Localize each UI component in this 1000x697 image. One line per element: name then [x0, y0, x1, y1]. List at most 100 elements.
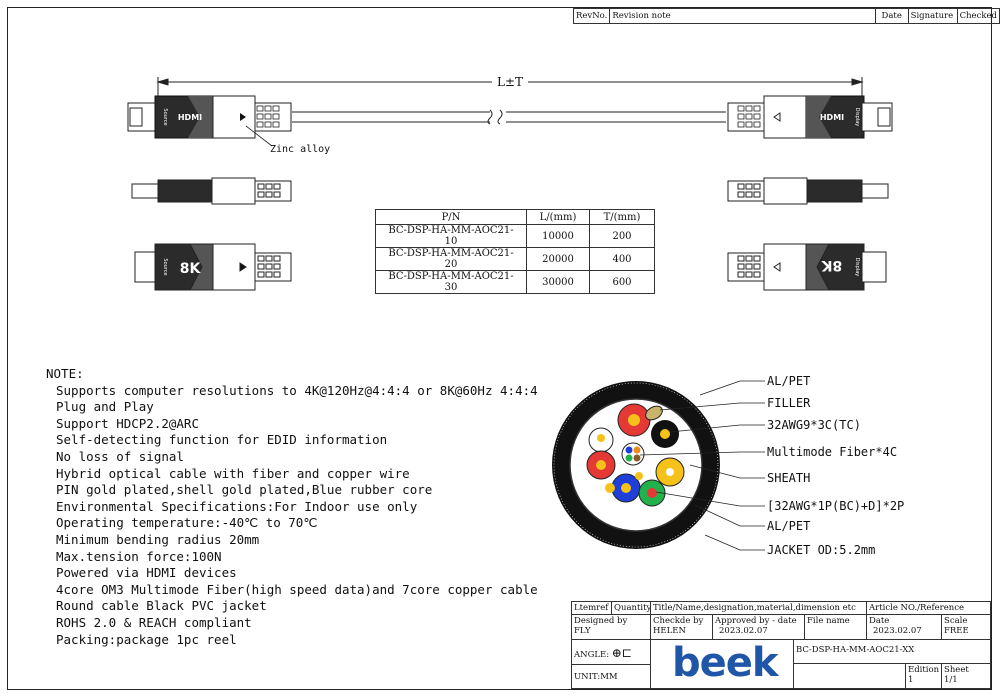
designed-by-cell: Designed by FLY: [571, 614, 651, 640]
note-line: Support HDCP2.2@ARC: [56, 415, 199, 431]
sheet-label: Sheet: [944, 665, 969, 675]
length-cell: 30000: [526, 270, 590, 294]
edition-value: 1: [908, 675, 914, 685]
approved-date: 2023.02.07: [719, 626, 768, 636]
pn-cell: BC-DSP-HA-MM-AOC21-20: [375, 247, 527, 271]
note-line: Environmental Specifications:For Indoor …: [56, 498, 418, 514]
tolerance-cell: 600: [589, 270, 655, 294]
table-row: BC-DSP-HA-MM-AOC21-20 20000 400: [375, 247, 655, 271]
right-8k-connector: [727, 243, 887, 291]
pn-cell: BC-DSP-HA-MM-AOC21-10: [375, 224, 527, 248]
pn-cell: BC-DSP-HA-MM-AOC21-30: [375, 270, 527, 294]
table-row: BC-DSP-HA-MM-AOC21-30 30000 600: [375, 270, 655, 294]
note-line: Supports computer resolutions to 4K@120H…: [56, 382, 538, 398]
rev-checked-header: Checked: [956, 8, 1000, 24]
table-row: BC-DSP-HA-MM-AOC21-10 10000 200: [375, 224, 655, 248]
label-pair: [32AWG*1P(BC)+D]*2P: [767, 499, 904, 513]
part-number-value: BC-DSP-HA-MM-AOC21-XX: [793, 639, 991, 664]
item-ref-header: Ltemref: [571, 601, 612, 615]
beek-logo: beek: [672, 640, 778, 686]
dimension-label: L±T: [497, 75, 523, 89]
edition-cell: Edition 1: [905, 663, 942, 689]
tolerance-cell: 400: [589, 247, 655, 271]
unit-label: UNIT:MM: [571, 664, 651, 689]
label-multimode-fiber: Multimode Fiber*4C: [767, 445, 897, 459]
note-line: PIN gold plated,shell gold plated,Blue r…: [56, 482, 433, 498]
sheet-value: 1/1: [944, 675, 958, 685]
left-connector-side-view: [131, 177, 292, 205]
note-line: 4core OM3 Multimode Fiber(high speed dat…: [56, 581, 538, 597]
pn-header: P/N: [375, 209, 527, 225]
sheet-cell: Sheet 1/1: [941, 663, 991, 689]
right-8k-display-label: Display: [854, 258, 860, 276]
rev-note-header: Revision note: [609, 8, 876, 24]
approved-label: Approved by - date: [715, 616, 797, 626]
rev-signature-header: Signature: [907, 8, 958, 24]
edition-label: Edition: [908, 665, 940, 675]
date-label: Date: [869, 616, 890, 626]
left-hdmi-logo: HDMI: [178, 113, 202, 122]
scale-cell: Scale FREE: [941, 614, 991, 640]
blank-cell: [793, 663, 906, 689]
left-hdmi-connector-top: [127, 95, 292, 139]
label-sheath: SHEATH: [767, 471, 810, 485]
right-connector-ribs-top: [737, 105, 761, 128]
length-cell: 20000: [526, 247, 590, 271]
zinc-alloy-label: Zinc alloy: [270, 144, 330, 155]
designed-by-label: Designed by: [574, 616, 628, 626]
rev-no-header: RevNo.: [572, 8, 611, 24]
cable-cross-section: [552, 381, 720, 549]
right-8k-label: 8K: [821, 257, 843, 273]
right-display-label: Display: [854, 108, 860, 126]
note-line: Hybrid optical cable with fiber and copp…: [56, 465, 410, 481]
revision-table: RevNo. Revision note Date Signature Chec…: [572, 8, 1000, 24]
left-8k-source-label: Source: [162, 258, 168, 275]
note-line: Self-detecting function for EDID informa…: [56, 432, 388, 448]
designed-by-value: FLY: [574, 626, 591, 636]
note-line: Max.tension force:100N: [56, 548, 222, 564]
projection-symbol-icon: ⊕⊏: [611, 646, 633, 660]
article-header: Article NO./Reference: [866, 601, 991, 615]
label-al-pet-inner: AL/PET: [767, 519, 810, 533]
right-connector-side-view: [727, 177, 889, 205]
approved-cell: Approved by - date 2023.02.07: [712, 614, 805, 640]
angle-cell: ANGLE: ⊕⊏: [571, 639, 651, 665]
checked-by-value: HELEN: [653, 626, 686, 636]
note-line: No loss of signal: [56, 448, 184, 464]
note-line: Minimum bending radius 20mm: [56, 531, 260, 547]
date-value: 2023.02.07: [873, 626, 922, 636]
notes-section: NOTE: Supports computer resolutions to 4…: [46, 366, 538, 648]
label-32awg: 32AWG9*3C(TC): [767, 418, 861, 432]
scale-label: Scale: [944, 616, 968, 626]
date-cell: Date 2023.02.07: [866, 614, 942, 640]
scale-value: FREE: [944, 626, 969, 636]
file-name-label: File name: [804, 614, 867, 640]
note-line: Plug and Play: [56, 399, 154, 415]
left-connector-ribs-top: [256, 105, 280, 128]
notes-title: NOTE:: [46, 366, 84, 381]
checked-by-cell: Checkde by HELEN: [650, 614, 713, 640]
label-jacket-od: JACKET OD:5.2mm: [767, 543, 875, 557]
cross-section-leaders: [639, 380, 765, 551]
zinc-alloy-leader: [245, 125, 273, 147]
length-cell: 10000: [526, 224, 590, 248]
right-hdmi-logo: HDMI: [820, 113, 844, 122]
note-line: Powered via HDMI devices: [56, 565, 237, 581]
note-line: Operating temperature:-40℃ to 70℃: [56, 515, 318, 531]
note-line: ROHS 2.0 & REACH compliant: [56, 614, 252, 630]
label-al-pet-outer: AL/PET: [767, 374, 810, 388]
cable-body: [292, 109, 726, 125]
left-8k-connector: [134, 243, 292, 291]
tolerance-header: T/(mm): [589, 209, 655, 225]
title-desc-header: Title/Name,designation,material,dimensio…: [650, 601, 867, 615]
note-line: Round cable Black PVC jacket: [56, 598, 267, 614]
drawing-sheet-border: [7, 7, 992, 690]
quantity-header: Quantity: [611, 601, 651, 615]
left-source-label: Source: [162, 108, 168, 125]
part-number-table: P/N L/(mm) T/(mm) BC-DSP-HA-MM-AOC21-10 …: [375, 209, 655, 294]
note-line: Packing:package 1pc reel: [56, 631, 237, 647]
tolerance-cell: 200: [589, 224, 655, 248]
right-hdmi-connector-top: [727, 95, 893, 139]
label-filler: FILLER: [767, 396, 811, 410]
